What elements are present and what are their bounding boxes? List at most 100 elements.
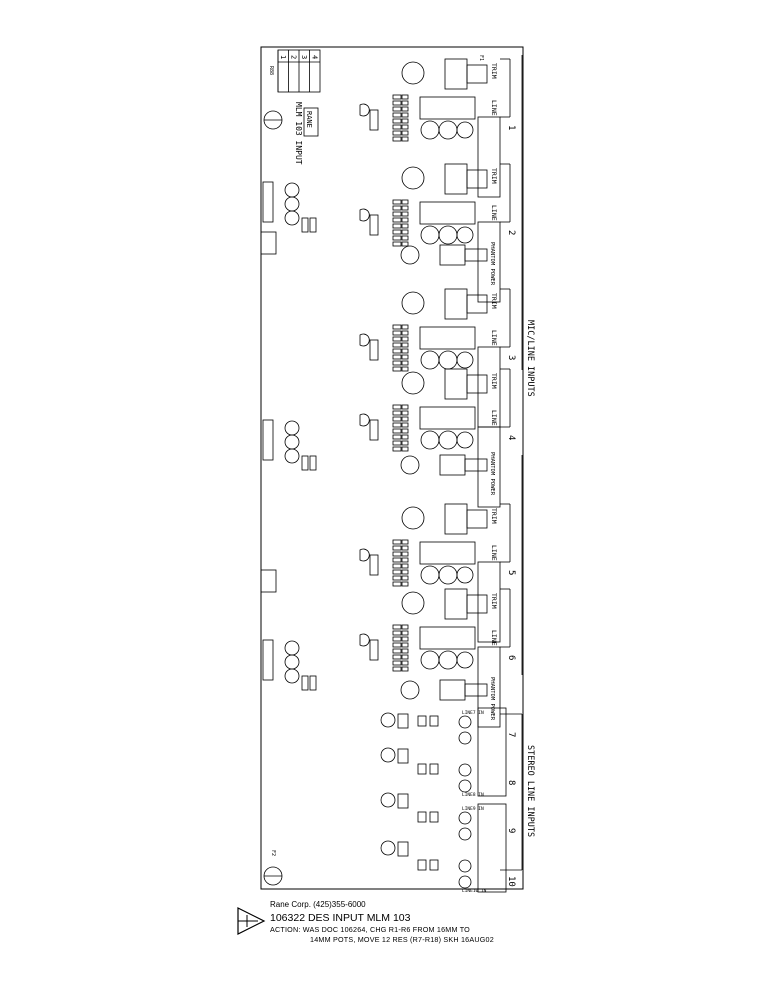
- trim-pot: [401, 371, 425, 395]
- resistor: [392, 581, 402, 587]
- resistor: [401, 330, 409, 336]
- resistor: [392, 211, 402, 217]
- rane-logo-box: [303, 107, 319, 137]
- stereo-jack-label: LINE7 IN: [462, 710, 484, 716]
- capacitor-footprint: [284, 448, 300, 464]
- capacitor-footprint: [284, 182, 300, 198]
- ic-package: [419, 326, 476, 350]
- phantom-power-label: PHANTOM POWER: [489, 677, 495, 721]
- stereo-line-inputs-label: STEREO LINE INPUTS: [525, 745, 535, 837]
- diode-footprint: [397, 748, 409, 764]
- stereo-jack-label: LINE10 IN: [462, 888, 487, 894]
- capacitor-footprint: [458, 779, 472, 793]
- capacitor-footprint: [420, 350, 440, 370]
- resistor: [401, 211, 409, 217]
- phantom-power-label: PHANTOM POWER: [489, 242, 495, 286]
- resistor: [392, 223, 402, 229]
- capacitor-footprint: [284, 434, 300, 450]
- header-cell-number: 2: [290, 55, 298, 59]
- channel-jack-label: TRIM: [490, 508, 498, 524]
- company-line: Rane Corp. (425)355-6000: [270, 900, 366, 909]
- connector-header: [262, 639, 274, 681]
- resistor: [392, 416, 402, 422]
- stereo-jack: [477, 803, 507, 893]
- capacitor-footprint: [456, 566, 474, 584]
- edge-connector: [260, 231, 277, 255]
- capacitor-footprint: [458, 811, 472, 825]
- resistor: [392, 342, 402, 348]
- channel-jack-label: LINE: [490, 100, 498, 116]
- xlr-jack: [477, 221, 501, 303]
- stereo-channel-number: 10: [506, 876, 516, 887]
- diode-footprint: [397, 793, 409, 809]
- phantom-capacitor: [400, 455, 420, 475]
- stereo-jack: [477, 707, 507, 797]
- capacitor-footprint: [438, 565, 458, 585]
- resistor: [392, 539, 402, 545]
- resistor: [392, 217, 402, 223]
- capacitor-footprint: [456, 121, 474, 139]
- resistor: [401, 660, 409, 666]
- stereo-jack-label: LINE8 IN: [462, 792, 484, 798]
- resistor: [401, 241, 409, 247]
- resistor: [401, 366, 409, 372]
- phantom-power-label: PHANTOM POWER: [489, 452, 495, 496]
- resistor: [401, 118, 409, 124]
- resistor: [401, 348, 409, 354]
- diode-footprint: [397, 841, 409, 857]
- pot-body: [444, 588, 468, 620]
- diode-footprint: [369, 419, 379, 441]
- channel-number: 2: [506, 230, 516, 235]
- pot-body: [444, 163, 468, 195]
- capacitor-footprint: [420, 120, 440, 140]
- resistor: [392, 569, 402, 575]
- capacitor-footprint: [458, 827, 472, 841]
- capacitor-footprint: [458, 875, 472, 889]
- capacitor-footprint: [380, 792, 396, 808]
- trim-pot: [401, 166, 425, 190]
- resistor: [392, 330, 402, 336]
- resistor: [401, 404, 409, 410]
- resistor: [429, 715, 439, 727]
- resistor: [401, 112, 409, 118]
- channel-jack-label: LINE: [490, 545, 498, 561]
- resistor: [429, 811, 439, 823]
- capacitor-footprint: [458, 715, 472, 729]
- resistor: [392, 545, 402, 551]
- ic-package: [419, 406, 476, 430]
- resistor: [392, 434, 402, 440]
- pot-shaft: [466, 64, 488, 84]
- channel-jack-label: TRIM: [490, 168, 498, 184]
- channel-jack-label: LINE: [490, 410, 498, 426]
- resistor: [392, 118, 402, 124]
- resistor: [309, 217, 317, 233]
- resistor: [401, 235, 409, 241]
- resistor: [417, 715, 427, 727]
- connector-header: [262, 181, 274, 223]
- resistor: [401, 545, 409, 551]
- resistor: [392, 348, 402, 354]
- header-tag: R88: [268, 66, 274, 75]
- channel-number: 3: [506, 355, 516, 360]
- resistor: [392, 199, 402, 205]
- stereo-channel-number: 8: [506, 780, 516, 785]
- capacitor-footprint: [380, 712, 396, 728]
- phantom-switch-actuator: [464, 248, 488, 262]
- resistor: [392, 360, 402, 366]
- capacitor-footprint: [284, 668, 300, 684]
- resistor: [392, 235, 402, 241]
- header-cell-number: 3: [300, 55, 308, 59]
- channel-number: 4: [506, 435, 516, 440]
- phantom-capacitor: [400, 245, 420, 265]
- resistor: [301, 455, 309, 471]
- header-cell-number: 4: [311, 55, 319, 59]
- capacitor-footprint: [420, 565, 440, 585]
- stereo-channel-number: 7: [506, 732, 516, 737]
- resistor: [392, 660, 402, 666]
- resistor: [301, 675, 309, 691]
- capacitor-footprint: [438, 350, 458, 370]
- capacitor-footprint: [458, 859, 472, 873]
- capacitor-footprint: [420, 650, 440, 670]
- corner-label: F1: [478, 55, 484, 61]
- pot-shaft: [466, 509, 488, 529]
